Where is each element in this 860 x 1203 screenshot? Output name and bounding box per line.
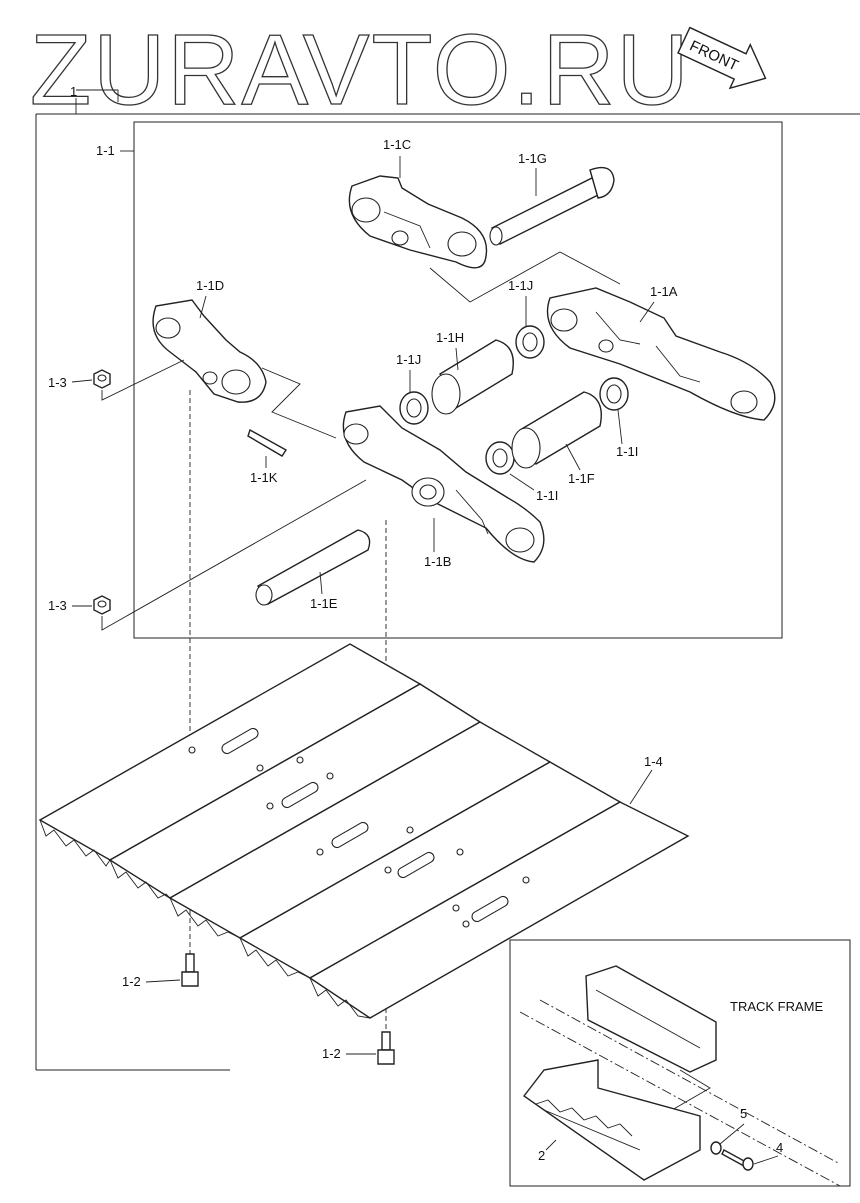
washer-5 xyxy=(710,1141,722,1155)
link-1-1c xyxy=(348,175,488,269)
step-upper-outline xyxy=(585,965,717,1073)
label-2: 2 xyxy=(538,1148,545,1163)
label-1-1g: 1-1G xyxy=(518,151,547,166)
label-1-1e: 1-1E xyxy=(310,596,338,611)
label-1-1b: 1-1B xyxy=(424,554,451,569)
link-1-1b xyxy=(342,405,545,563)
step-2 xyxy=(522,1059,701,1181)
link-assembly-frame xyxy=(133,121,783,639)
nut-1-3-lower xyxy=(93,595,111,615)
label-5: 5 xyxy=(740,1106,747,1121)
seal-1-1i-right xyxy=(599,377,629,411)
label-1-1j-upper: 1-1J xyxy=(508,278,533,293)
watermark-text: ZURAVTO.RU xyxy=(30,14,691,126)
track-shoes-1-4 xyxy=(38,643,690,1019)
label-1-leader xyxy=(75,89,119,114)
seal-1-1j-upper xyxy=(515,325,545,359)
label-1-2-left: 1-2 xyxy=(122,974,141,989)
label-1-1k: 1-1K xyxy=(250,470,278,485)
inset-title-track-frame: TRACK FRAME xyxy=(730,999,824,1014)
label-1-1i-right: 1-1I xyxy=(616,444,638,459)
label-1-2-right: 1-2 xyxy=(322,1046,341,1061)
link-1-1d xyxy=(152,299,267,403)
bushing-1-1h xyxy=(431,339,514,415)
label-1-1d: 1-1D xyxy=(196,278,224,293)
label-1-1c: 1-1C xyxy=(383,137,411,152)
pin-1-1g xyxy=(489,166,615,246)
seal-1-1j-lower xyxy=(399,391,429,425)
label-1-1: 1-1 xyxy=(96,143,115,158)
bolt-4 xyxy=(721,1149,754,1171)
bolt-1-2-left xyxy=(181,953,199,987)
label-1-4: 1-4 xyxy=(644,754,663,769)
label-1-1j-lower: 1-1J xyxy=(396,352,421,367)
label-1-1a: 1-1A xyxy=(650,284,678,299)
seal-1-1i-left xyxy=(485,441,515,475)
link-1-1a xyxy=(546,287,776,421)
label-1-3-upper: 1-3 xyxy=(48,375,67,390)
label-1-3-lower: 1-3 xyxy=(48,598,67,613)
pin-1-1e xyxy=(255,529,371,606)
label-1-1i-left: 1-1I xyxy=(536,488,558,503)
lock-1-1k xyxy=(247,428,288,457)
label-1: 1 xyxy=(70,84,77,99)
label-1-1f: 1-1F xyxy=(568,471,595,486)
bolt-1-2-right xyxy=(377,1031,395,1065)
inset-frame xyxy=(509,939,851,1187)
label-1-1h: 1-1H xyxy=(436,330,464,345)
bushing-1-1f xyxy=(511,391,602,469)
label-4: 4 xyxy=(776,1140,783,1155)
nut-1-3-upper xyxy=(93,369,111,389)
